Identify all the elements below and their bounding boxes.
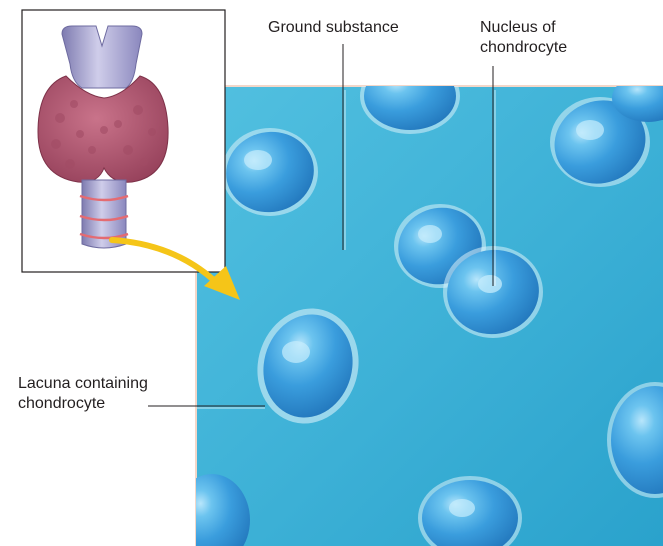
ground-substance-label: Ground substance xyxy=(268,18,399,38)
chondrocyte-cell xyxy=(360,58,460,134)
lacuna-containing-chondrocyte-label: Lacuna containing chondrocyte xyxy=(18,374,148,414)
nucleus-of-chondrocyte-label: Nucleus of chondrocyte xyxy=(480,18,567,58)
thyroid-trachea-illustration-icon xyxy=(22,10,225,272)
